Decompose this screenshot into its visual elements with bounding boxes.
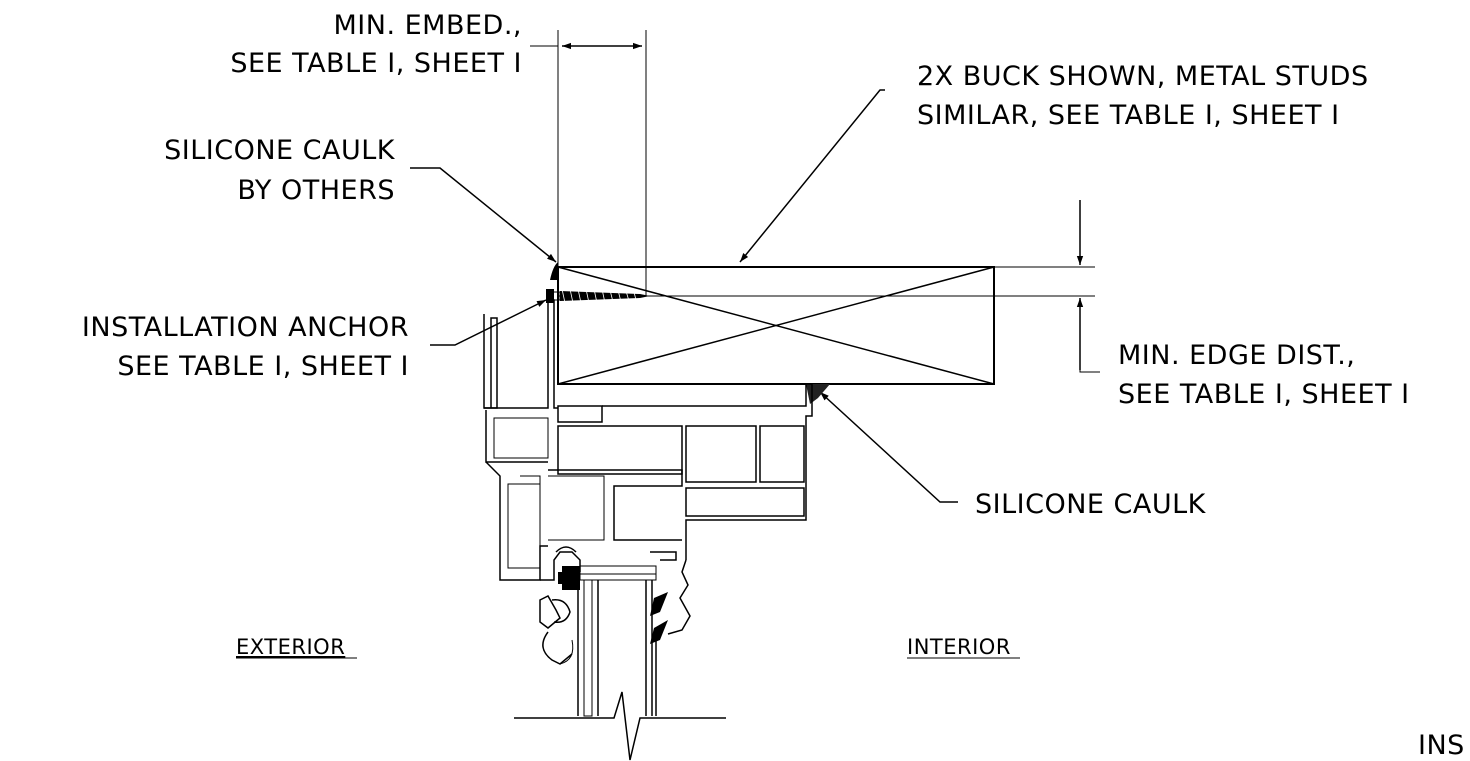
caulk-beads — [550, 262, 830, 404]
min-embed-dimension — [530, 30, 647, 296]
installation-anchor-screw — [546, 288, 650, 304]
min-embed-label-line1: MIN. EMBED., — [333, 10, 522, 41]
buck-label-line1: 2X BUCK SHOWN, METAL STUDS — [917, 61, 1369, 92]
interior-label: INTERIOR — [907, 635, 1011, 659]
caulk-by-others-label-line1: SILICONE CAULK — [164, 135, 396, 166]
silicone-caulk-label: SILICONE CAULK — [975, 489, 1207, 520]
labels: MIN. EMBED., SEE TABLE I, SHEET I 2X BUC… — [82, 10, 1465, 761]
caulk-by-others-label-line2: BY OTHERS — [237, 175, 395, 206]
exterior-label: EXTERIOR — [236, 635, 345, 659]
anchor-label-line1: INSTALLATION ANCHOR — [82, 312, 409, 343]
glazing-unit — [514, 579, 726, 761]
edge-dist-label-line1: MIN. EDGE DIST., — [1118, 340, 1355, 371]
corner-text-fragment: INS — [1418, 730, 1465, 761]
leader-lines — [410, 89, 958, 503]
min-edge-distance-dimension — [994, 200, 1100, 373]
wood-buck — [557, 266, 995, 385]
buck-label-line2: SIMILAR, SEE TABLE I, SHEET I — [917, 100, 1340, 131]
window-frame-profile — [483, 299, 813, 665]
anchor-label-line2: SEE TABLE I, SHEET I — [117, 351, 409, 382]
min-embed-label-line2: SEE TABLE I, SHEET I — [230, 48, 522, 79]
edge-dist-label-line2: SEE TABLE I, SHEET I — [1118, 379, 1410, 410]
